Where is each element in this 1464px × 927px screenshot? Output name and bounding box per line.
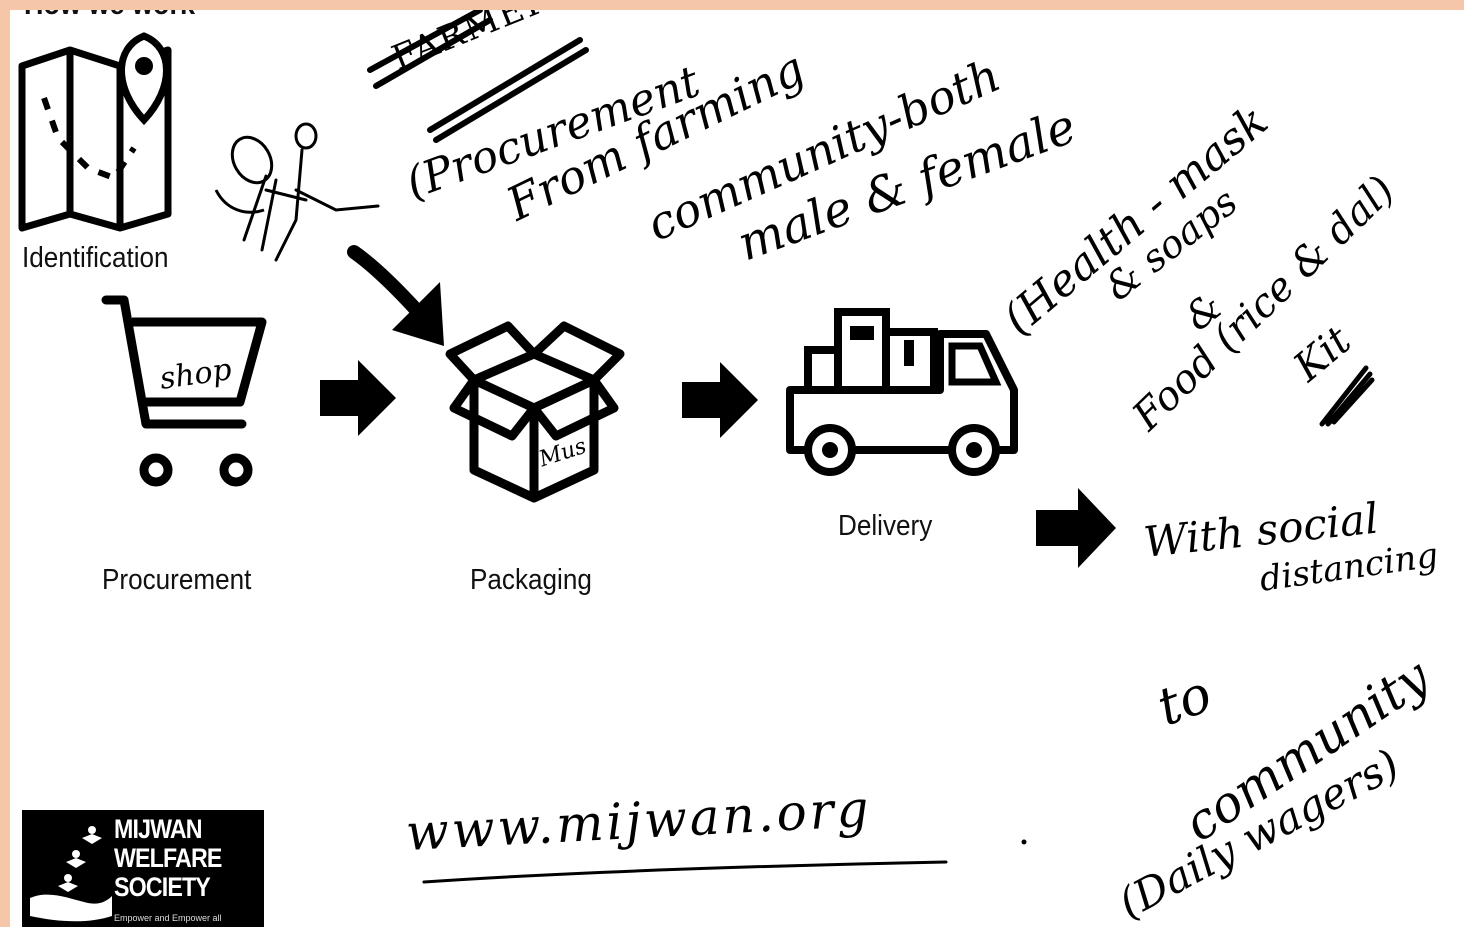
arrow-right-icon [682, 362, 762, 442]
logo-line-1: MIJWAN [114, 816, 202, 843]
logo-line-3: SOCIETY [114, 874, 210, 901]
step-label-delivery: Delivery [838, 510, 932, 543]
step-label-identification: Identification [22, 242, 169, 275]
map-pin-icon [18, 28, 188, 228]
diagram-canvas: How we work Identification shop Procurem… [10, 10, 1464, 927]
step-label-packaging: Packaging [470, 564, 592, 597]
scribble-mark-icon [1316, 360, 1376, 430]
truck-icon [786, 306, 1026, 486]
step-label-procurement: Procurement [102, 564, 251, 597]
underline-stroke-icon [420, 858, 950, 888]
logo-tagline: Empower and Empower all [114, 913, 222, 923]
open-box-icon [446, 304, 626, 504]
shopping-cart-icon [102, 294, 272, 494]
ink-dot-icon [1020, 838, 1028, 846]
arrow-right-icon [320, 360, 400, 440]
sketch-arrow-icon [344, 242, 464, 352]
logo-line-2: WELFARE [114, 845, 222, 872]
mijwan-logo: MIJWAN WELFARE SOCIETY Empower and Empow… [22, 810, 264, 927]
logo-hands-icon [28, 816, 114, 926]
handwritten-website: www.mijwan.org [404, 780, 872, 862]
arrow-right-icon [1036, 488, 1120, 572]
handwritten-to: to [1150, 664, 1220, 738]
partial-header: How we work [24, 10, 195, 22]
